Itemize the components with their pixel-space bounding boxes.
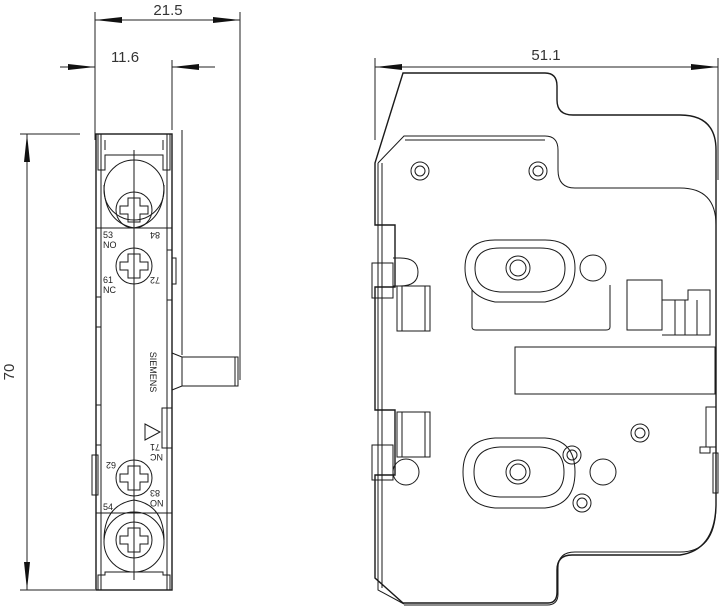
terminal-label-71: 71 [150,442,160,452]
terminal-label-72: 72 [150,275,160,285]
terminal-label-no-bottom: NO [150,498,164,508]
side-view [371,72,719,606]
dimension-label-depth: 51.1 [531,47,560,64]
dimension-label-width-body: 11.6 [111,49,139,66]
terminal-label-84: 84 [150,230,160,240]
terminal-label-nc-lower: NC [150,452,163,462]
brand-label: SIEMENS [148,352,158,393]
front-view: 53 NO 84 61 NC 72 SIEMENS 71 NC 62 83 NO [91,130,239,591]
dimension-label-height: 70 [1,364,18,381]
terminal-label-61: 61 [103,275,113,285]
dimension-21-5: 21.5 [94,2,241,380]
dimension-51-1: 51.1 [374,47,719,180]
terminal-label-62: 62 [106,460,116,470]
dimension-70: 70 [1,133,95,591]
terminal-label-54: 54 [103,502,113,512]
dimension-label-width-overall: 21.5 [153,2,182,19]
terminal-label-83: 83 [150,488,160,498]
dimension-11-6: 11.6 [60,49,215,130]
terminal-label-no-top: NO [103,240,117,250]
terminal-label-nc-mid: NC [103,285,116,295]
terminal-label-53: 53 [103,230,113,240]
